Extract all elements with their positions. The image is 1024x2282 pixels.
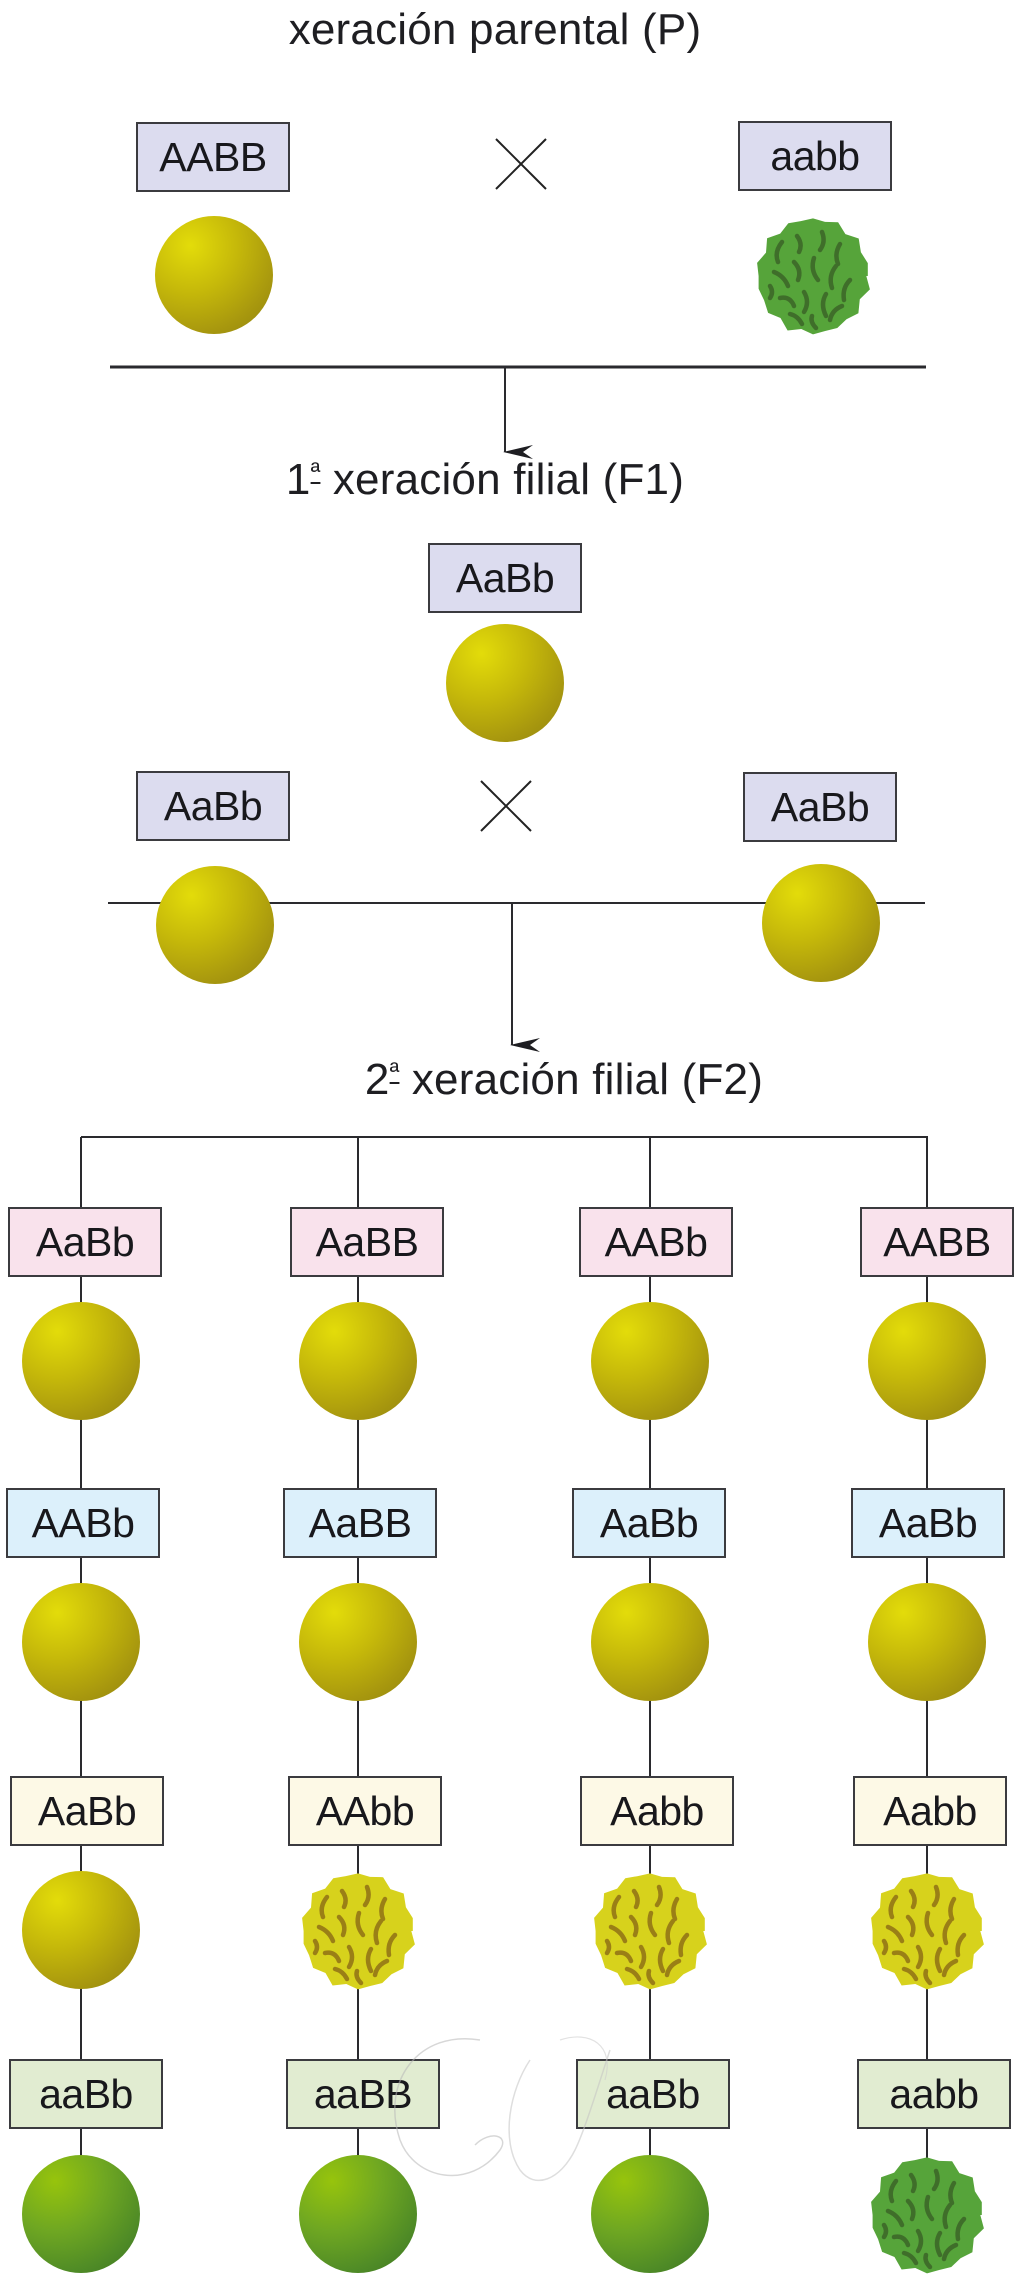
f2-genotype-box: aaBb	[576, 2059, 730, 2129]
f2-title-rest: xeración filial (F2)	[399, 1055, 764, 1104]
f2-genotype-box: AABb	[6, 1488, 160, 1558]
f2-genotype-box: AaBb	[10, 1776, 164, 1846]
f1-cross-right-seed-yellow-smooth-icon	[762, 864, 880, 982]
f2-seed-yellow-smooth-icon	[22, 1302, 140, 1420]
f2-seed-yellow-smooth-icon	[22, 1583, 140, 1701]
f2-genotype-box: AaBB	[283, 1488, 437, 1558]
f2-seed-yellow-smooth-icon	[591, 1583, 709, 1701]
f2-genotype-box: AABb	[579, 1207, 733, 1277]
f2-genotype-box: aabb	[857, 2059, 1011, 2129]
f2-seed-yellow-smooth-icon	[591, 1302, 709, 1420]
f2-genotype-box: AAbb	[288, 1776, 442, 1846]
f2-seed-green-smooth-icon	[22, 2155, 140, 2273]
f2-title: 2ª xeración filial (F2)	[365, 1058, 763, 1102]
f2-genotype-box: aaBB	[286, 2059, 440, 2129]
f2-genotype-box: Aabb	[853, 1776, 1007, 1846]
f1-title: 1ª xeración filial (F1)	[286, 458, 684, 502]
f2-title-ordinal: ª	[389, 1056, 400, 1086]
cross-symbol-icon	[495, 138, 547, 190]
parent-right-seed-green-wrinkled-icon	[752, 214, 874, 343]
f2-seed-green-smooth-icon	[299, 2155, 417, 2273]
parent-right-genotype: aabb	[738, 121, 892, 191]
f1-title-number: 1	[285, 455, 311, 504]
f1-cross-symbol-icon	[480, 780, 532, 832]
f2-genotype-box: AaBb	[8, 1207, 162, 1277]
parental-title: xeración parental (P)	[289, 8, 702, 52]
f2-genotype-box: AaBB	[290, 1207, 444, 1277]
f2-seed-yellow-wrinkled-icon	[589, 1869, 711, 1998]
parent-left-seed-yellow-smooth-icon	[155, 216, 273, 334]
f2-genotype-box: AABB	[860, 1207, 1014, 1277]
f1-cross-right-genotype: AaBb	[743, 772, 897, 842]
f1-offspring-seed-yellow-smooth-icon	[446, 624, 564, 742]
f2-seed-yellow-smooth-icon	[299, 1583, 417, 1701]
f2-seed-yellow-smooth-icon	[868, 1302, 986, 1420]
f1-title-rest: xeración filial (F1)	[320, 455, 685, 504]
f2-title-number: 2	[364, 1055, 390, 1104]
parent-left-genotype: AABB	[136, 122, 290, 192]
f2-genotype-box: AaBb	[851, 1488, 1005, 1558]
f2-seed-yellow-wrinkled-icon	[866, 1869, 988, 1998]
f2-genotype-box: Aabb	[580, 1776, 734, 1846]
f2-seed-green-wrinkled-icon	[866, 2153, 988, 2282]
parental-title-text: xeración parental (P)	[288, 5, 702, 54]
f2-seed-yellow-wrinkled-icon	[297, 1869, 419, 1998]
f1-title-ordinal: ª	[310, 456, 321, 486]
f2-seed-yellow-smooth-icon	[299, 1302, 417, 1420]
f2-genotype-box: aaBb	[9, 2059, 163, 2129]
f2-seed-yellow-smooth-icon	[22, 1871, 140, 1989]
f2-genotype-box: AaBb	[572, 1488, 726, 1558]
f1-cross-left-seed-yellow-smooth-icon	[156, 866, 274, 984]
f2-seed-yellow-smooth-icon	[868, 1583, 986, 1701]
f2-seed-green-smooth-icon	[591, 2155, 709, 2273]
f1-offspring-genotype: AaBb	[428, 543, 582, 613]
f1-cross-left-genotype: AaBb	[136, 771, 290, 841]
